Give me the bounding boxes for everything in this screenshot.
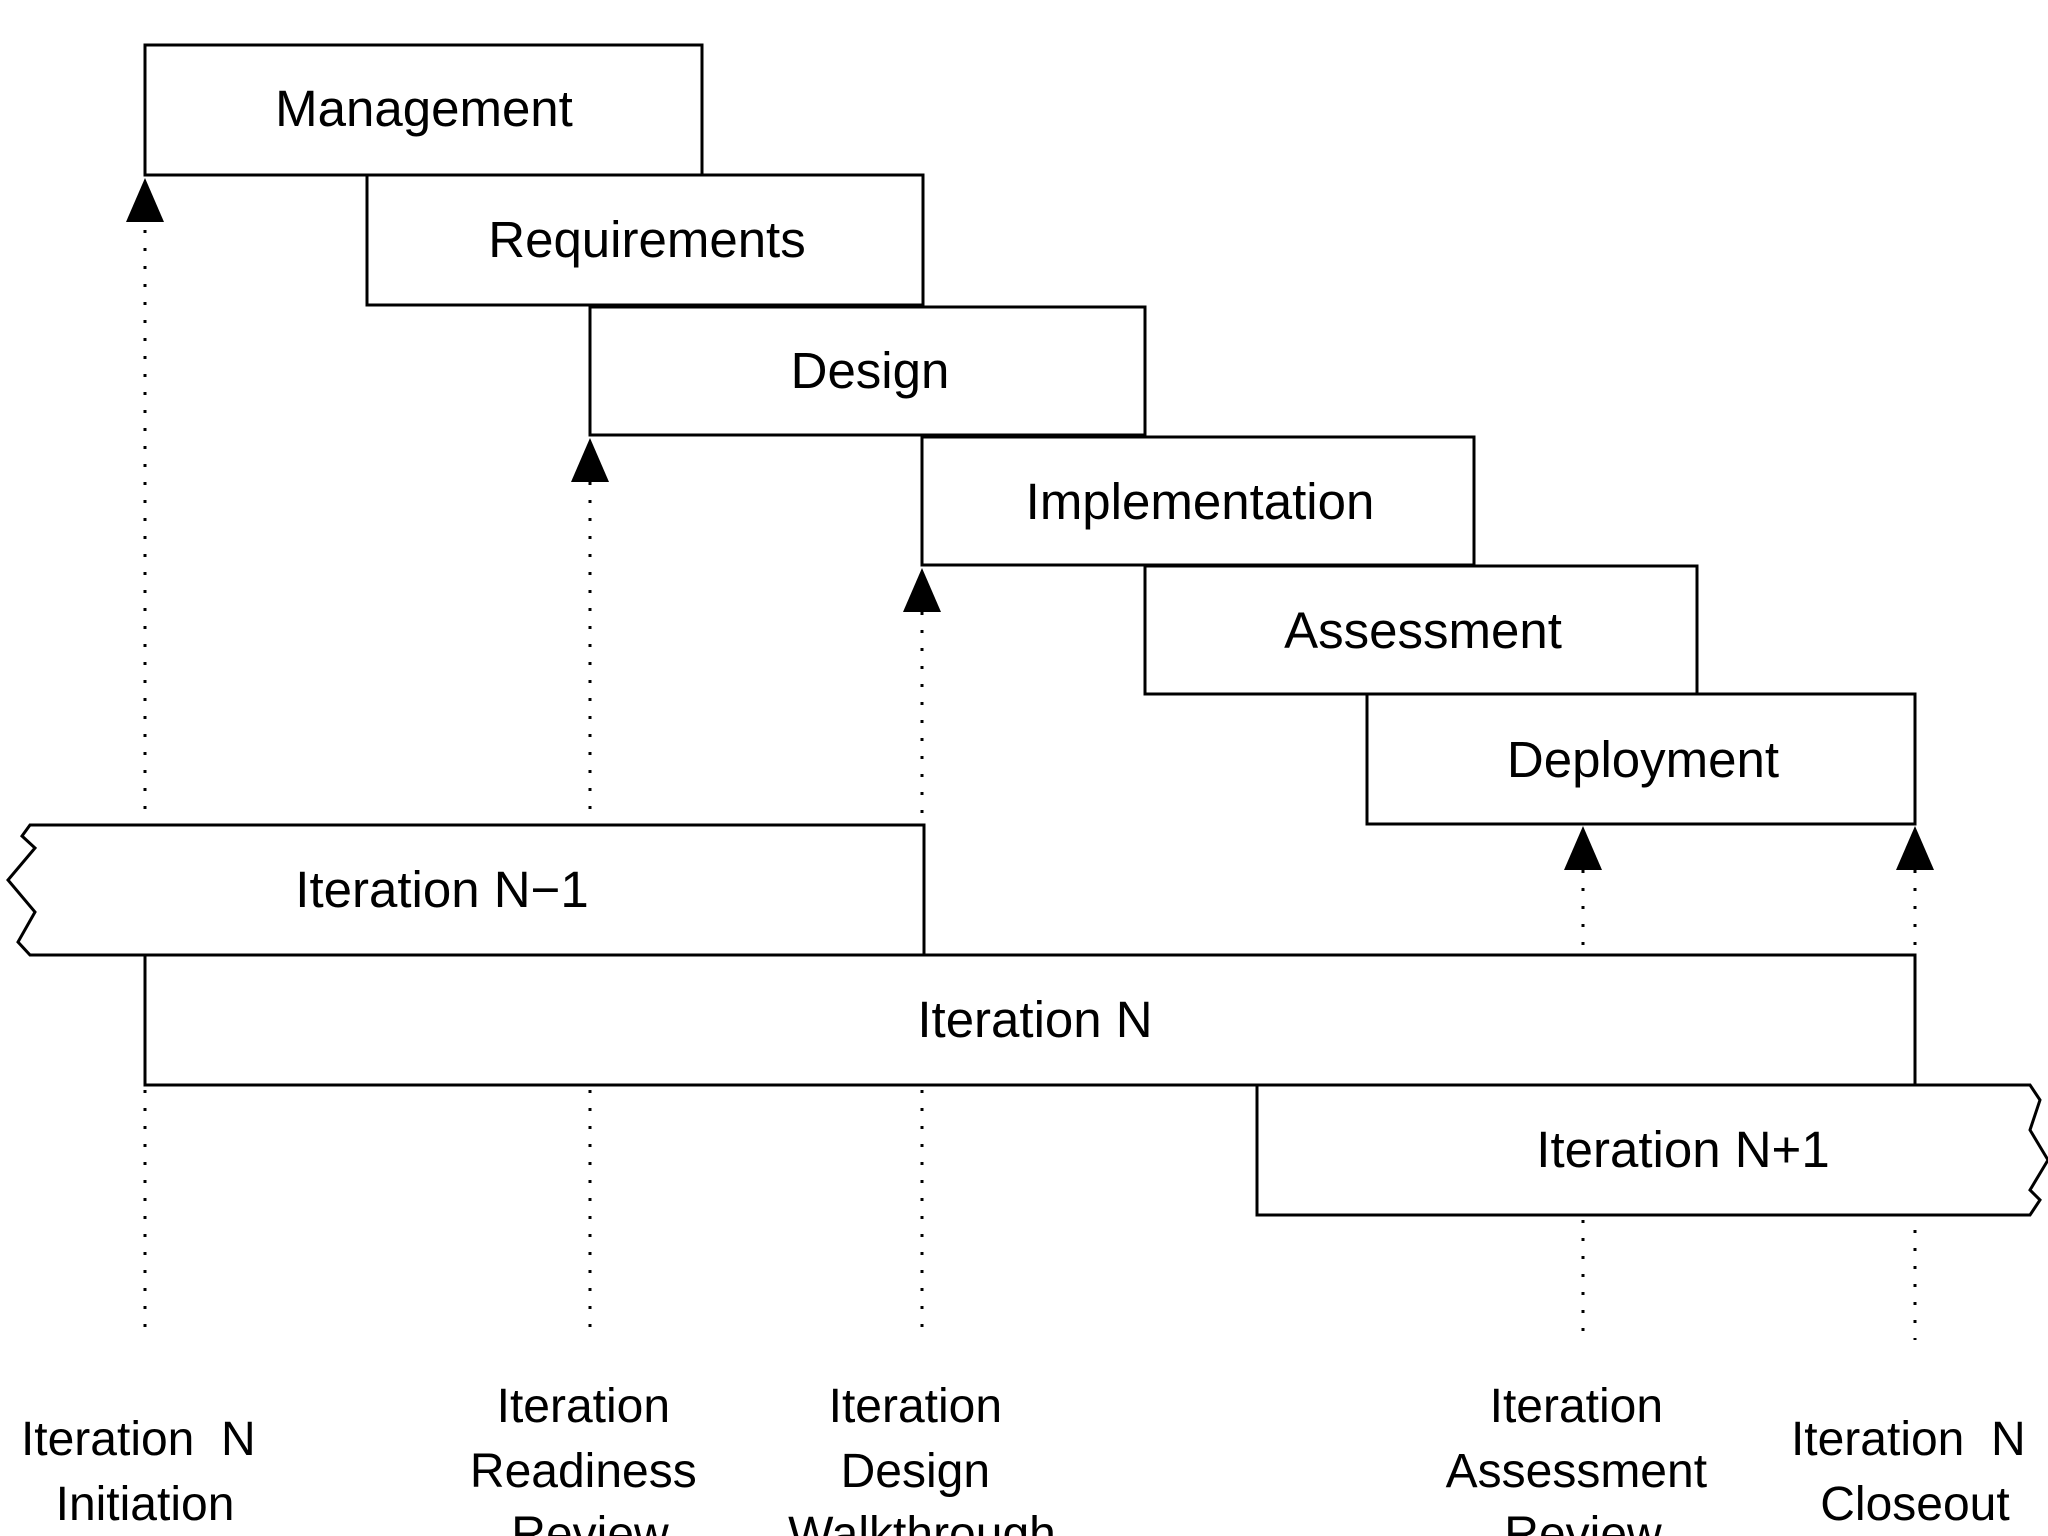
milestone-label-design-walkthrough: Iteration Design Walkthrough [788, 1380, 1056, 1536]
phase-label-design: Design [791, 342, 950, 399]
milestone-label-initiation: Iteration N Initiation [21, 1413, 269, 1531]
phase-label-deployment: Deployment [1507, 731, 1779, 788]
phase-label-implementation: Implementation [1026, 473, 1375, 530]
milestone-arrows [126, 178, 1934, 870]
iteration-label-current: Iteration N [917, 991, 1152, 1048]
phase-box-requirements [365, 173, 925, 307]
phase-label-requirements: Requirements [488, 211, 805, 268]
milestone-label-readiness: Iteration Readiness Review [470, 1380, 710, 1536]
milestone-label-closeout: Iteration N Closeout [1791, 1413, 2039, 1531]
phase-box-deployment [1365, 692, 1917, 826]
milestone-label-design-walkthrough-line3: Walkthrough [788, 1508, 1056, 1536]
iteration-bars: Iteration N−1 Iteration N Iteration N+1 [6, 823, 2048, 1217]
arrow-up-icon-initiation [126, 178, 164, 222]
iteration-bar-next [1255, 1083, 2048, 1217]
milestone-label-assessment-review-line3: Review [1504, 1508, 1662, 1536]
milestone-label-design-walkthrough-line2: Design [841, 1445, 990, 1498]
milestone-label-initiation-line2: Initiation [56, 1478, 235, 1531]
phase-box-design [588, 305, 1147, 437]
milestone-label-assessment-review-line1: Iteration [1490, 1380, 1663, 1433]
iteration-bar-current [143, 953, 1917, 1087]
milestone-label-readiness-line2: Readiness [470, 1445, 697, 1498]
milestone-label-initiation-line1: Iteration N [21, 1413, 256, 1466]
milestone-label-assessment-review-line2: Assessment [1446, 1445, 1707, 1498]
phase-boxes: Management Requirements Design Implement… [143, 43, 1917, 826]
phase-label-assessment: Assessment [1284, 602, 1562, 659]
iteration-label-previous: Iteration N−1 [295, 861, 588, 918]
arrow-up-icon-readiness [571, 438, 609, 482]
milestone-labels: Iteration N Initiation Iteration Readine… [21, 1380, 2039, 1536]
milestone-label-readiness-line1: Iteration [497, 1380, 670, 1433]
phase-label-management: Management [275, 80, 573, 137]
milestone-label-design-walkthrough-line1: Iteration [829, 1380, 1002, 1433]
milestone-label-readiness-line3: Review [511, 1508, 669, 1536]
arrow-up-icon-assessment-review [1564, 826, 1602, 870]
arrow-up-icon-design-walkthrough [903, 568, 941, 612]
iteration-bar-previous [6, 823, 926, 957]
arrow-up-icon-closeout [1896, 826, 1934, 870]
milestone-label-assessment-review: Iteration Assessment Review [1446, 1380, 1721, 1536]
milestone-label-closeout-line2: Closeout [1820, 1478, 2009, 1531]
phase-box-implementation [920, 435, 1476, 567]
iteration-label-next: Iteration N+1 [1536, 1121, 1829, 1178]
milestone-label-closeout-line1: Iteration N [1791, 1413, 2026, 1466]
